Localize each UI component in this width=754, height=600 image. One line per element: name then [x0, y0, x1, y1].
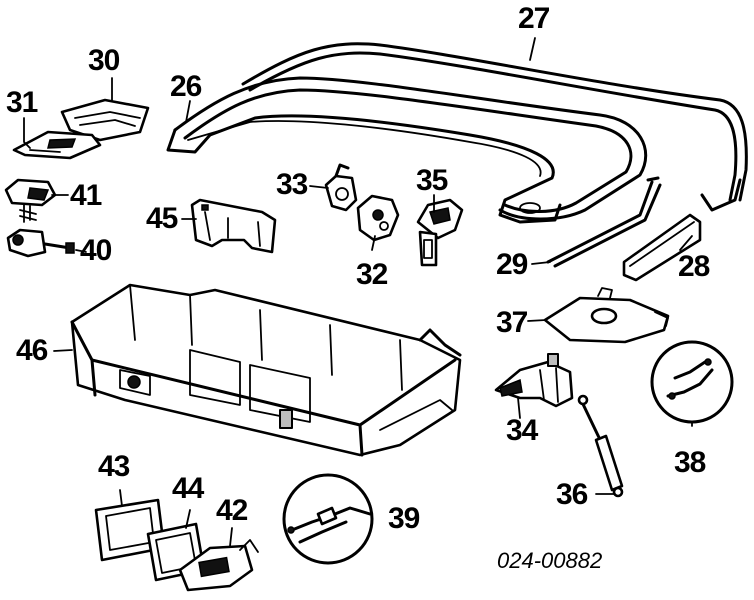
callout-39: 39 [388, 502, 420, 535]
callout-46: 46 [16, 334, 48, 367]
catch-33 [324, 163, 358, 212]
callout-42: 42 [216, 494, 248, 527]
callout-31: 31 [6, 86, 38, 119]
latch-41 [4, 178, 57, 223]
callout-43: 43 [98, 450, 130, 483]
callout-28: 28 [678, 250, 710, 283]
leader-lines [23, 37, 693, 547]
callout-33: 33 [276, 168, 308, 201]
cover-plate [60, 98, 150, 142]
mount-34 [494, 353, 574, 408]
catalog-number: 024-00882 [497, 548, 603, 573]
support-bracket-45 [190, 198, 277, 254]
side-strip-29 [546, 176, 662, 268]
callout-32: 32 [356, 258, 388, 291]
cable-39 [282, 473, 374, 565]
gas-strut-36 [577, 394, 624, 498]
storage-tray-46 [70, 283, 462, 457]
hinge-plate-37 [543, 287, 670, 344]
callout-34: 34 [506, 414, 538, 447]
side-strip-28 [622, 213, 702, 282]
callout-35: 35 [416, 164, 448, 197]
callout-26: 26 [170, 70, 202, 103]
callout-37: 37 [496, 306, 528, 339]
callout-45: 45 [146, 202, 178, 235]
cable-38 [650, 340, 734, 424]
bracket-plate [12, 130, 102, 160]
top-frame-seal [241, 42, 748, 212]
callout-40: 40 [80, 234, 112, 267]
callout-29: 29 [496, 248, 528, 281]
callout-38: 38 [674, 446, 706, 479]
callout-27: 27 [518, 2, 550, 35]
motor-42 [178, 539, 259, 592]
callout-36: 36 [556, 478, 588, 511]
lock-32 [356, 194, 400, 242]
lock-35 [416, 198, 464, 267]
callout-30: 30 [88, 44, 120, 77]
callout-44: 44 [172, 472, 204, 505]
rear-seal-channel [166, 76, 648, 224]
linkage-40 [6, 228, 75, 258]
callout-41: 41 [70, 179, 102, 212]
